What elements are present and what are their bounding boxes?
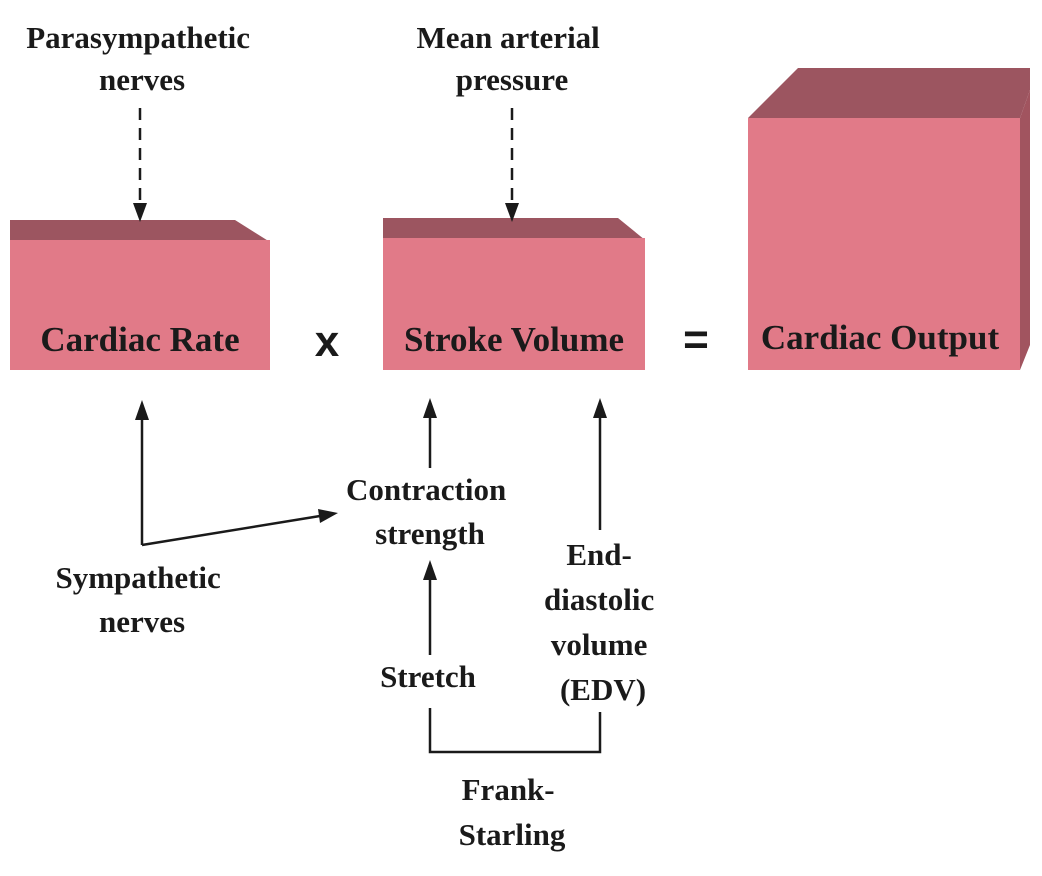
sympathetic-to-contraction-line: [141, 514, 321, 547]
stroke-volume-box-top: [383, 218, 645, 240]
mean-arterial-pressure-label: Mean arterial pressure: [416, 20, 607, 97]
cardiac-rate-label: Cardiac Rate: [40, 320, 239, 359]
parasympathetic-label: Parasympathetic nerves: [26, 20, 258, 97]
stroke-volume-box: Stroke Volume: [383, 218, 645, 370]
edv-to-stroke-arrowhead: [593, 398, 607, 418]
frank-starling-line-1: Frank-: [462, 772, 555, 807]
cardiac-output-box-side: [1020, 90, 1030, 370]
edv-line-3: volume: [551, 627, 647, 662]
cardiac-rate-box-top: [10, 220, 270, 242]
cardiac-rate-box: Cardiac Rate: [10, 220, 270, 370]
parasympathetic-line-2: nerves: [99, 62, 185, 97]
cardiac-output-box-front: [748, 118, 1020, 370]
sympathetic-line-1: Sympathetic: [55, 560, 220, 595]
frank-starling-bracket: [428, 708, 602, 754]
contraction-to-stroke-arrowhead: [423, 398, 437, 418]
mean-arterial-line-1: Mean arterial: [416, 20, 600, 55]
parasympathetic-arrowhead: [133, 203, 147, 222]
edv-line-1: End-: [566, 537, 631, 572]
mean-arterial-line-2: pressure: [456, 62, 569, 97]
equals-operator: =: [683, 315, 709, 364]
frank-starling-line-2: Starling: [459, 817, 566, 852]
sympathetic-to-contraction-arrowhead: [318, 509, 338, 523]
cardiac-output-box-top: [748, 68, 1030, 118]
multiply-operator: x: [315, 317, 340, 366]
cardiac-rate-box-front: [10, 240, 270, 370]
cardiac-output-label: Cardiac Output: [761, 318, 1000, 357]
stroke-volume-label: Stroke Volume: [404, 320, 624, 359]
edv-label: End- diastolic volume (EDV): [544, 537, 662, 707]
stretch-label: Stretch: [380, 659, 476, 694]
edv-line-4: (EDV): [560, 672, 646, 707]
contraction-line-2: strength: [375, 516, 485, 551]
sympathetic-to-rate-arrowhead: [135, 400, 149, 420]
edv-line-2: diastolic: [544, 582, 654, 617]
sympathetic-line-2: nerves: [99, 604, 185, 639]
parasympathetic-line-1: Parasympathetic: [26, 20, 250, 55]
stroke-volume-box-front: [383, 238, 645, 370]
contraction-line-1: Contraction: [346, 472, 506, 507]
stretch-to-contraction-arrowhead: [423, 560, 437, 580]
frank-starling-label: Frank- Starling: [459, 772, 566, 852]
sympathetic-nerves-label: Sympathetic nerves: [55, 560, 228, 639]
cardiac-output-box: Cardiac Output: [748, 68, 1030, 370]
contraction-strength-label: Contraction strength: [346, 472, 514, 551]
mean-arterial-arrowhead: [505, 203, 519, 222]
